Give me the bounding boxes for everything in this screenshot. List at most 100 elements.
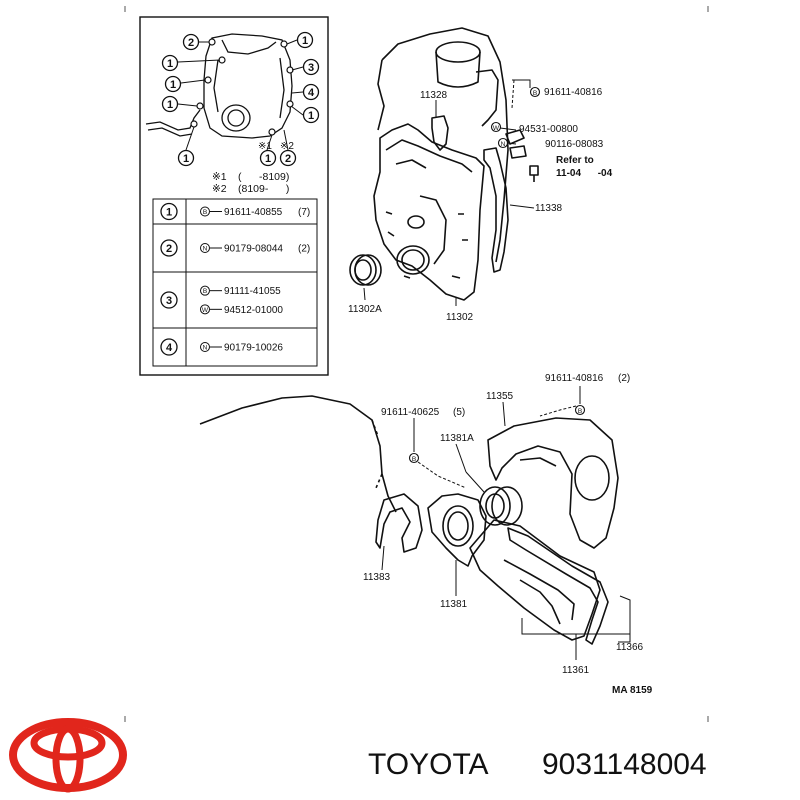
label-11361: 11361 xyxy=(562,665,590,676)
inset-leaders xyxy=(177,39,304,151)
lower-bolt-icons xyxy=(408,404,586,464)
table-entry: N 90179-10026 xyxy=(200,342,283,354)
label-91611-40816-qty: (2) xyxy=(618,373,630,384)
label-11381A: 11381A xyxy=(440,433,474,444)
table-part-number: 90179-10026 xyxy=(224,343,283,354)
table-row-key-label: 4 xyxy=(166,342,173,354)
svg-text:1: 1 xyxy=(302,35,308,47)
parts-table xyxy=(152,198,318,367)
svg-text:1: 1 xyxy=(167,58,173,70)
corner-marks xyxy=(124,6,709,722)
callout-circle: 1 xyxy=(302,106,320,124)
lower-leaders xyxy=(381,386,631,660)
label-11355: 11355 xyxy=(486,391,514,402)
svg-text:B: B xyxy=(533,90,537,97)
figure-code: MA 8159 xyxy=(612,685,653,696)
svg-text:1: 1 xyxy=(167,99,173,111)
table-quantity: (7) xyxy=(298,207,310,218)
table-row-key: 2 xyxy=(160,239,178,257)
inset-cover-sketch xyxy=(145,33,293,139)
table-row-key: 1 xyxy=(160,202,178,221)
label-refer-to: Refer to xyxy=(556,155,594,166)
note-1-range: ( -8109) xyxy=(238,171,289,183)
star-label-2: ※2 xyxy=(280,141,294,152)
label-91611-40625-qty: (5) xyxy=(453,407,465,418)
table-row-key: 4 xyxy=(160,338,178,356)
callout-circle: 4 xyxy=(302,83,320,101)
label-11338: 11338 xyxy=(535,203,563,214)
svg-text:1: 1 xyxy=(265,153,271,165)
label-11366: 11366 xyxy=(616,642,644,653)
table-part-number: 94512-01000 xyxy=(224,305,283,316)
callout-circle: 2 xyxy=(182,33,200,51)
svg-text:B: B xyxy=(578,408,582,415)
fastener-icon xyxy=(200,342,210,352)
svg-text:4: 4 xyxy=(308,87,315,99)
fastener-icon xyxy=(200,304,210,315)
table-row-key-label: 2 xyxy=(166,243,172,255)
part-number: 9031148004 xyxy=(542,748,707,781)
callout-circle: 1 xyxy=(161,95,179,113)
svg-text:1: 1 xyxy=(170,79,176,91)
note-2-range: (8109- ) xyxy=(238,183,289,195)
label-11383: 11383 xyxy=(363,572,391,583)
fastener-type: B xyxy=(203,288,207,295)
inset-callouts: 2 1 1 1 1 3 4 1 1 1 2 xyxy=(161,31,320,167)
fastener-icon xyxy=(200,206,210,217)
label-11302: 11302 xyxy=(446,312,474,323)
table-part-number: 91611-40855 xyxy=(224,207,283,218)
svg-text:N: N xyxy=(501,141,506,148)
table-row-key-label: 1 xyxy=(166,207,172,219)
timing-cover-drawing xyxy=(349,27,539,301)
label-90116-08083: 90116-08083 xyxy=(545,139,604,150)
callout-circle: 1 xyxy=(164,75,182,93)
lower-bolt-icon-letters: B B xyxy=(412,408,582,463)
svg-text:2: 2 xyxy=(188,37,194,49)
label-11381: 11381 xyxy=(440,599,468,610)
table-entry: B 91111-41055 xyxy=(200,285,281,297)
svg-text:W: W xyxy=(493,125,500,132)
star-label-1: ※1 xyxy=(258,141,272,152)
note-1-marker: ※1 xyxy=(212,171,227,183)
fastener-type: N xyxy=(203,345,208,352)
inset-bolts xyxy=(190,38,294,136)
svg-text:2: 2 xyxy=(285,153,291,165)
brand-name: TOYOTA xyxy=(368,748,489,781)
table-part-number: 91111-41055 xyxy=(224,286,281,297)
label-refer-range: 11-04 -04 xyxy=(556,168,613,179)
fastener-type: W xyxy=(202,307,209,314)
label-94531-00800: 94531-00800 xyxy=(519,124,578,135)
label-91611-40816-upper: 91611-40816 xyxy=(544,87,603,98)
table-row-key-label: 3 xyxy=(166,295,172,307)
toyota-logo xyxy=(9,718,127,793)
callout-circle: 1 xyxy=(177,149,195,167)
note-2-marker: ※2 xyxy=(212,183,227,195)
end-plate-drawing xyxy=(199,395,619,645)
table-row-key: 3 xyxy=(160,291,178,309)
svg-text:1: 1 xyxy=(183,153,189,165)
label-91611-40816-lower: 91611-40816 xyxy=(545,373,604,384)
callout-circle: 3 xyxy=(302,58,320,76)
callout-circle: 1 xyxy=(259,149,277,167)
upper-leaders xyxy=(363,79,535,306)
svg-text:1: 1 xyxy=(308,110,314,122)
svg-text:3: 3 xyxy=(308,62,314,74)
label-11302A: 11302A xyxy=(348,304,382,315)
label-91611-40625: 91611-40625 xyxy=(381,407,440,418)
upper-bolt-icon-letters: B W N xyxy=(493,90,537,148)
table-quantity: (2) xyxy=(298,244,310,255)
fastener-type: B xyxy=(203,209,207,216)
inset-panel: 2 1 1 1 1 3 4 1 1 1 2 ※1 ※2 ※1 ( -8109) … xyxy=(139,16,329,376)
fastener-type: N xyxy=(203,246,208,253)
fastener-icon xyxy=(200,285,210,296)
svg-text:B: B xyxy=(412,456,416,463)
upper-bolt-icons xyxy=(490,86,541,149)
fastener-icon xyxy=(200,243,210,253)
callout-circle: 2 xyxy=(279,149,297,167)
callout-circle: 1 xyxy=(296,31,314,49)
callout-circle: 1 xyxy=(161,54,179,72)
table-entry: W 94512-01000 xyxy=(200,304,283,316)
